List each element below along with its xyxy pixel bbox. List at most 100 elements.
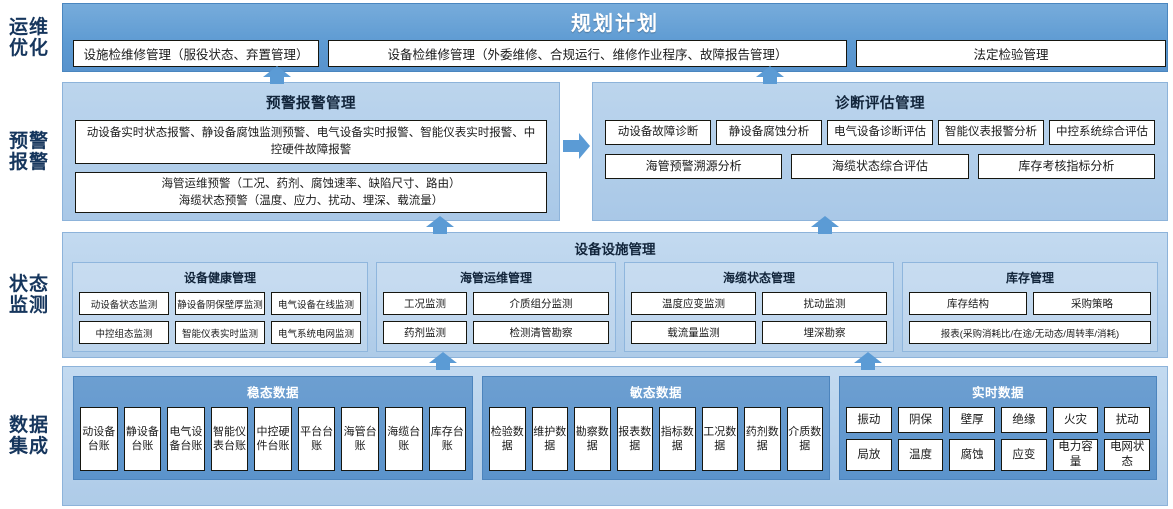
panel-equipment-facility: 设备设施管理 设备健康管理 动设备状态监测 静设备阴保壁厚监测 电气设备在线监测… — [62, 232, 1168, 358]
data-chip-insulation[interactable]: 绝缘 — [1001, 407, 1047, 434]
data-chip-medium[interactable]: 介质数据 — [786, 407, 823, 471]
equipment-inventory-report[interactable]: 报表(采购消耗比/在途/无动态/周转率/消耗) — [909, 321, 1151, 344]
arrow-up-plan-left — [262, 66, 292, 84]
data-chip-report[interactable]: 报表数据 — [616, 407, 653, 471]
warning-box-wrap: 动设备实时状态报警、静设备腐蚀监测预警、电气设备实时报警、智能仪表实时报警、中控… — [63, 120, 559, 213]
equipment-pipeline-row-2: 药剂监测 检测清管勘察 — [383, 321, 609, 344]
data-chip-chemical[interactable]: 药剂数据 — [744, 407, 781, 471]
diagnosis-smart-meter-alarm[interactable]: 智能仪表报警分析 — [938, 120, 1044, 145]
planning-box-facility-maintenance[interactable]: 设施检维修管理（服役状态、弃置管理） — [73, 40, 319, 67]
rail-item-monitoring: 状态监测 — [0, 232, 58, 358]
data-chip-power-capacity[interactable]: 电力容量 — [1052, 439, 1099, 471]
panel-planning: 规划计划 设施检维修管理（服役状态、弃置管理） 设备检维修管理（外委维修、合规运… — [62, 3, 1168, 72]
planning-box-statutory-inspection[interactable]: 法定检验管理 — [856, 40, 1166, 67]
data-column-realtime: 实时数据 振动 阴保 壁厚 绝缘 火灾 扰动 局放 温度 腐蚀 应变 — [839, 376, 1157, 480]
rail-label-data: 数据集成 — [8, 414, 49, 457]
data-chip-vibration[interactable]: 振动 — [846, 407, 892, 434]
data-chip-corrosion[interactable]: 腐蚀 — [949, 439, 996, 471]
rail-label-operations: 运维优化 — [8, 16, 49, 59]
equipment-cable-row-2: 载流量监测 埋深勘察 — [631, 321, 887, 344]
diagnosis-row-1: 动设备故障诊断 静设备腐蚀分析 电气设备诊断评估 智能仪表报警分析 中控系统综合… — [593, 120, 1167, 145]
diagnosis-pipeline-traceability[interactable]: 海管预警溯源分析 — [605, 154, 783, 179]
diagnosis-inventory-kpi[interactable]: 库存考核指标分析 — [977, 154, 1155, 179]
data-chip-pipeline-ledger[interactable]: 海管台账 — [341, 407, 379, 471]
data-chip-electrical-ledger[interactable]: 电气设备台账 — [167, 407, 205, 471]
data-column-agile: 敏态数据 检验数据 维护数据 勘察数据 报表数据 指标数据 工况数据 药剂数据 … — [482, 376, 830, 480]
equipment-electrical-grid-monitor[interactable]: 电气系统电网监测 — [271, 321, 361, 344]
data-chip-smart-meter-ledger[interactable]: 智能仪表台账 — [210, 407, 249, 471]
panel-planning-title: 规划计划 — [571, 13, 659, 35]
data-chip-control-hardware-ledger[interactable]: 中控硬件台账 — [254, 407, 292, 471]
panel-warning-alarm: 预警报警管理 动设备实时状态报警、静设备腐蚀监测预警、电气设备实时报警、智能仪表… — [62, 82, 560, 221]
diagnosis-cable-assessment[interactable]: 海缆状态综合评估 — [791, 154, 969, 179]
panel-equipment-title: 设备设施管理 — [574, 242, 656, 257]
arrow-up-data-to-equipment-left — [428, 352, 458, 370]
diagnosis-rotating-equipment-fault[interactable]: 动设备故障诊断 — [605, 120, 711, 145]
data-chip-inventory-ledger[interactable]: 库存台账 — [428, 407, 467, 471]
equipment-cable-row-1: 温度应变监测 扰动监测 — [631, 292, 887, 315]
data-chip-grid-status[interactable]: 电网状态 — [1104, 439, 1151, 471]
equipment-column-cable-title: 海缆状态管理 — [722, 271, 795, 285]
data-chip-fire[interactable]: 火灾 — [1052, 407, 1099, 434]
data-chip-working-condition[interactable]: 工况数据 — [701, 407, 738, 471]
arrow-up-plan-right — [755, 66, 785, 84]
equipment-column-inventory: 库存管理 库存结构 采购策略 报表(采购消耗比/在途/无动态/周转率/消耗) — [902, 262, 1158, 352]
data-chip-strain[interactable]: 应变 — [1001, 439, 1047, 471]
diagnosis-row-2: 海管预警溯源分析 海缆状态综合评估 库存考核指标分析 — [593, 154, 1167, 179]
data-realtime-grid: 振动 阴保 壁厚 绝缘 火灾 扰动 局放 温度 腐蚀 应变 电力容量 电网状态 — [846, 407, 1151, 471]
data-chip-static-ledger[interactable]: 静设备台账 — [123, 407, 162, 471]
data-chip-platform-ledger[interactable]: 平台台账 — [297, 407, 336, 471]
warning-box-pipeline-cable[interactable]: 海管运维预警（工况、药剂、腐蚀速率、缺陷尺寸、路由） 海缆状态预警（温度、应力、… — [75, 172, 547, 213]
equipment-column-cable: 海缆状态管理 温度应变监测 扰动监测 载流量监测 埋深勘察 — [624, 262, 894, 352]
diagnosis-static-equipment-corrosion[interactable]: 静设备腐蚀分析 — [716, 120, 822, 145]
equipment-electrical-online-monitor[interactable]: 电气设备在线监测 — [271, 292, 361, 315]
equipment-temperature-strain-monitor[interactable]: 温度应变监测 — [631, 292, 756, 315]
arrow-up-equipment-to-warning — [425, 216, 455, 234]
equipment-current-capacity-monitor[interactable]: 载流量监测 — [631, 321, 756, 344]
data-chip-kpi[interactable]: 指标数据 — [659, 407, 696, 471]
equipment-column-inventory-title: 库存管理 — [1005, 271, 1054, 285]
rail-item-warning: 预警报警 — [0, 82, 58, 222]
equipment-column-pipeline: 海管运维管理 工况监测 介质组分监测 药剂监测 检测清管勘察 — [376, 262, 616, 352]
data-chip-disturbance[interactable]: 扰动 — [1104, 407, 1151, 434]
equipment-control-configuration-monitor[interactable]: 中控组态监测 — [79, 321, 169, 344]
data-realtime-row-2: 局放 温度 腐蚀 应变 电力容量 电网状态 — [846, 439, 1151, 471]
equipment-rotating-status-monitor[interactable]: 动设备状态监测 — [79, 292, 169, 315]
equipment-inventory-structure[interactable]: 库存结构 — [909, 292, 1027, 315]
equipment-static-cathodic-thickness-monitor[interactable]: 静设备阴保壁厚监测 — [175, 292, 265, 315]
equipment-medium-composition-monitor[interactable]: 介质组分监测 — [473, 292, 609, 315]
equipment-health-row-2: 中控组态监测 智能仪表实时监测 电气系统电网监测 — [79, 321, 361, 344]
stage-rail: 运维优化 预警报警 状态监测 数据集成 — [0, 0, 58, 509]
data-chip-wall-thickness[interactable]: 壁厚 — [949, 407, 996, 434]
equipment-disturbance-monitor[interactable]: 扰动监测 — [762, 292, 887, 315]
diagnosis-electrical-equipment[interactable]: 电气设备诊断评估 — [827, 120, 933, 145]
diagnosis-control-system[interactable]: 中控系统综合评估 — [1049, 120, 1155, 145]
rail-item-operations: 运维优化 — [0, 2, 58, 74]
equipment-pigging-survey[interactable]: 检测清管勘察 — [473, 321, 609, 344]
panel-diagnosis: 诊断评估管理 动设备故障诊断 静设备腐蚀分析 电气设备诊断评估 智能仪表报警分析… — [592, 82, 1168, 221]
data-chip-survey[interactable]: 勘察数据 — [574, 407, 611, 471]
equipment-chemical-monitor[interactable]: 药剂监测 — [383, 321, 467, 344]
data-column-realtime-title: 实时数据 — [971, 386, 1024, 400]
data-chip-cable-ledger[interactable]: 海缆台账 — [384, 407, 423, 471]
data-chip-temperature[interactable]: 温度 — [897, 439, 944, 471]
data-chip-maintenance[interactable]: 维护数据 — [531, 407, 568, 471]
data-chip-partial-discharge[interactable]: 局放 — [846, 439, 892, 471]
rail-label-warning: 预警报警 — [8, 130, 49, 173]
data-chip-cathodic-protection[interactable]: 阴保 — [897, 407, 944, 434]
data-column-steady: 稳态数据 动设备台账 静设备台账 电气设备台账 智能仪表台账 中控硬件台账 平台… — [73, 376, 473, 480]
warning-box-realtime-alarms[interactable]: 动设备实时状态报警、静设备腐蚀监测预警、电气设备实时报警、智能仪表实时报警、中控… — [75, 120, 547, 164]
equipment-smart-meter-realtime-monitor[interactable]: 智能仪表实时监测 — [175, 321, 265, 344]
equipment-procurement-strategy[interactable]: 采购策略 — [1033, 292, 1151, 315]
rail-item-data: 数据集成 — [0, 366, 58, 506]
data-chip-rotating-ledger[interactable]: 动设备台账 — [80, 407, 118, 471]
data-chip-inspection[interactable]: 检验数据 — [489, 407, 526, 471]
equipment-column-pipeline-title: 海管运维管理 — [459, 271, 532, 285]
panel-diagnosis-title: 诊断评估管理 — [835, 96, 925, 112]
equipment-working-condition-monitor[interactable]: 工况监测 — [383, 292, 467, 315]
planning-box-equipment-maintenance[interactable]: 设备检维修管理（外委维修、合规运行、维修作业程序、故障报告管理） — [328, 40, 847, 67]
data-agile-chip-row: 检验数据 维护数据 勘察数据 报表数据 指标数据 工况数据 药剂数据 介质数据 — [489, 407, 823, 471]
equipment-burial-depth-survey[interactable]: 埋深勘察 — [762, 321, 887, 344]
equipment-column-health: 设备健康管理 动设备状态监测 静设备阴保壁厚监测 电气设备在线监测 中控组态监测… — [72, 262, 368, 352]
